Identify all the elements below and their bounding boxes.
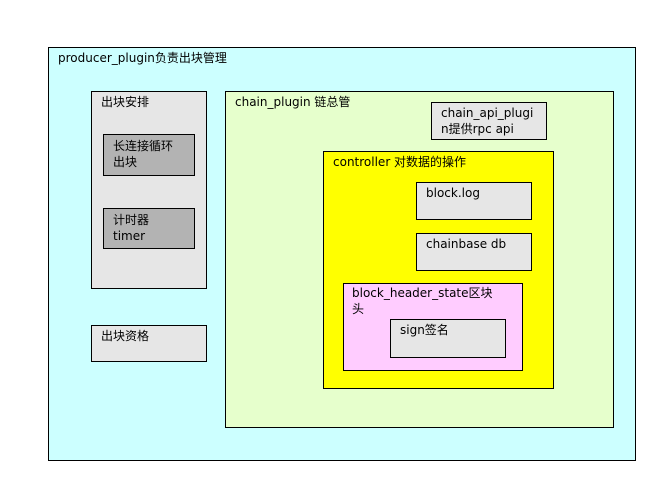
- long-connection-loop-label: 长连接循环 出块: [113, 139, 174, 169]
- controller-label: controller 对数据的操作: [333, 155, 467, 169]
- block-header-state-label: block_header_state区块 头: [352, 286, 493, 316]
- chain-api-plugin-box: chain_api_plugi n提供rpc api: [431, 102, 547, 140]
- sign-label: sign签名: [400, 323, 449, 337]
- chainbase-db-box: chainbase db: [416, 233, 532, 271]
- block-schedule-label: 出块安排: [101, 95, 150, 109]
- block-log-label: block.log: [426, 186, 480, 200]
- block-qualification-box: 出块资格: [91, 325, 207, 362]
- chain-plugin-label: chain_plugin 链总管: [235, 95, 351, 109]
- block-schedule-box: 出块安排: [91, 91, 207, 289]
- long-connection-loop-box: 长连接循环 出块: [103, 134, 195, 176]
- producer-plugin-label: producer_plugin负责出块管理: [58, 51, 227, 65]
- chain-api-plugin-label: chain_api_plugi n提供rpc api: [441, 106, 534, 136]
- timer-box: 计时器 timer: [103, 208, 195, 249]
- sign-box: sign签名: [390, 319, 506, 358]
- block-qualification-label: 出块资格: [101, 329, 150, 343]
- timer-label: 计时器 timer: [113, 213, 150, 243]
- chainbase-db-label: chainbase db: [426, 237, 507, 251]
- block-log-box: block.log: [416, 182, 532, 220]
